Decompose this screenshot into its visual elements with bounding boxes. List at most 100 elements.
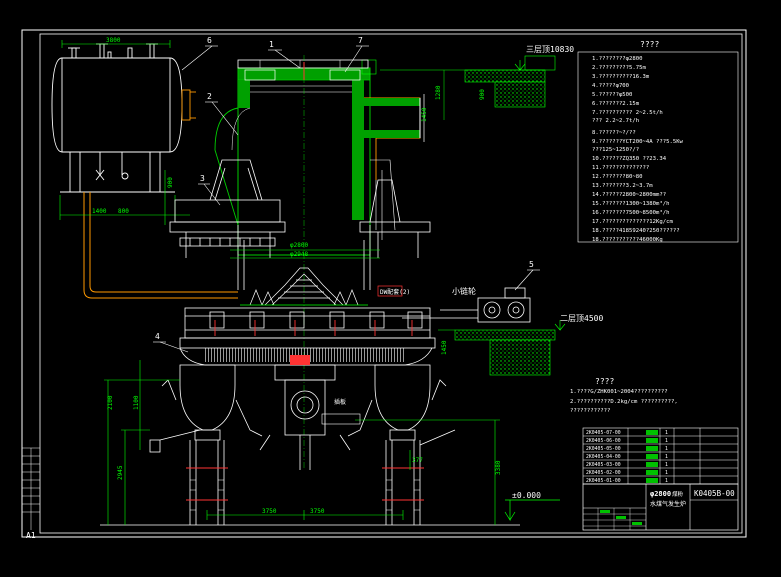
- notes-lines: 1.????G/ZHK001~2004?????????? 2.????????…: [570, 389, 678, 414]
- drawing-number: K0405B-00: [694, 489, 735, 498]
- parts-code: 2K0405-06-00: [586, 438, 621, 444]
- parts-qty: 1: [665, 454, 668, 460]
- parts-table: [582, 427, 739, 485]
- notes-line: 2.??????????D.2kg/cm ??????????,: [570, 399, 678, 405]
- dim-d1: φ2800: [290, 242, 308, 249]
- parts-qty: 1: [665, 438, 668, 444]
- dim-left-b: 800: [118, 208, 129, 215]
- spec-line: 7.?????????? 2~2.5t/h: [592, 110, 663, 116]
- steam-pipe: [83, 192, 238, 299]
- center-discharge: [259, 355, 351, 470]
- drawing-frame: A1: [21, 29, 747, 540]
- ground-level-mark: [504, 499, 560, 522]
- spec-line: 18.???????????46000Kg: [592, 237, 663, 243]
- spec-line: 16.???????7500~8500m³/h: [592, 209, 669, 216]
- parts-qty: 1: [665, 470, 668, 476]
- ash-hopper-left: [149, 364, 263, 525]
- spec-line: 10.??????ZQ350 ??23.34: [592, 156, 667, 162]
- spec-line: 11.??????????????: [592, 165, 649, 171]
- dim-v9: 900: [479, 89, 486, 100]
- parts-code: 2K0405-04-00: [586, 454, 621, 460]
- title-block: [582, 483, 739, 531]
- parts-table-text: 2K0405-07-00 2K0405-06-00 2K0405-05-00 2…: [586, 430, 668, 484]
- spec-line: 14.??????2800~2800mm??: [592, 192, 666, 198]
- spec-line: 2.?????????5.75m: [592, 65, 647, 71]
- dim-v2: 1450: [421, 107, 428, 122]
- spec-line: 5.??????φ500: [592, 92, 632, 98]
- spec-line: 17.??????????????12Kg/cm: [592, 219, 673, 225]
- parts-code: 2K0405-07-00: [586, 430, 621, 436]
- spec-line: 18.?????41859240?250??????: [592, 228, 680, 234]
- callout-1: 1: [269, 40, 274, 49]
- title-main: φ2800: [650, 490, 671, 498]
- spec-line: ???125~1250?/?: [592, 147, 639, 153]
- spec-title: ????: [640, 40, 659, 49]
- callout-4: 4: [155, 332, 160, 341]
- leg-bands: [186, 467, 424, 501]
- notes-line: ????????????: [570, 408, 610, 414]
- level2-label: 二层顶4500: [560, 314, 603, 323]
- grate-cone: [240, 267, 368, 306]
- jacket-red-marks: [214, 320, 413, 336]
- notes-line: 1.????G/ZHK001~2004??????????: [570, 389, 668, 395]
- dwg-note: DW配套(2): [380, 288, 410, 296]
- leg-ladder-marks: [190, 479, 420, 511]
- callout-6: 6: [207, 36, 212, 45]
- dwg-note-box: [377, 285, 403, 297]
- parts-code: 2K0405-05-00: [586, 446, 621, 452]
- sheet-size-label: A1: [26, 531, 36, 540]
- spec-line: 6.???????2.15m: [592, 101, 640, 107]
- dim-v5: 1100: [133, 395, 140, 410]
- title-main-suffix: 煤粉: [672, 490, 684, 498]
- level2-slab: [438, 320, 566, 376]
- axle-note-box: [321, 413, 361, 425]
- dim-top-width: [61, 40, 171, 48]
- spec-line: 8.??????~?/??: [592, 130, 636, 136]
- callout-3: 3: [200, 174, 205, 183]
- spec-line: 13.???????3.2~3.7m: [592, 183, 653, 189]
- parts-code: 2K0405-03-00: [586, 462, 621, 468]
- upper-shaft: [214, 55, 425, 470]
- drive-unit: [402, 287, 531, 323]
- parts-qty: 1: [665, 478, 668, 484]
- axle-note: 插板: [334, 398, 346, 406]
- gasifier-shell: [230, 225, 380, 290]
- dim-left-a: 1400: [92, 208, 107, 215]
- spec-line: 3.??????????16.3m: [592, 74, 650, 80]
- spec-line: 9.???????YCT200~4A ???5.5Kw: [592, 139, 684, 145]
- dim-span-right: 3750: [310, 508, 325, 515]
- callout-5: 5: [529, 260, 534, 269]
- parts-qty: 1: [665, 430, 668, 436]
- dim-v7: 3380: [495, 460, 502, 475]
- callout-7: 7: [358, 36, 363, 45]
- parts-code: 2K0405-02-00: [586, 470, 621, 476]
- coal-feeder: [169, 159, 286, 258]
- level3-slab: [380, 55, 556, 108]
- dim-v8: 377: [412, 457, 423, 464]
- ash-hopper-right: [347, 364, 456, 525]
- parts-code: 2K0405-01-00: [586, 478, 621, 484]
- callout-2: 2: [207, 92, 212, 101]
- parts-qty: 1: [665, 446, 668, 452]
- dim-v4: 2100: [107, 395, 114, 410]
- dim-v1: 1280: [435, 85, 442, 100]
- spec-line: 15.???????1300~1380m³/h: [592, 200, 669, 207]
- right-feeder: [359, 179, 431, 258]
- dim-v3: 900: [167, 177, 174, 188]
- small-pulley-label: 小链轮: [452, 286, 476, 296]
- spec-line: 12.???????80~80: [592, 174, 643, 180]
- spec-line: ??? 2.2~2.7t/h: [592, 118, 639, 124]
- spec-line: 1.????????φ2800: [592, 56, 643, 62]
- dim-v6: 2945: [117, 465, 124, 480]
- ground-level: ±0.000: [512, 491, 541, 500]
- level3-label: 三层顶10830: [526, 45, 574, 54]
- dim-v10: 1450: [441, 340, 448, 355]
- callout-leaders: [153, 45, 540, 353]
- top-cap: [244, 62, 361, 81]
- title-sub: 水煤气发生炉: [650, 500, 686, 508]
- dim-d2: φ2948: [290, 251, 308, 258]
- spec-line: 4.?????φ700: [592, 83, 629, 89]
- dim-span-left: 3750: [262, 508, 277, 515]
- dim-vertical-left: [104, 360, 180, 525]
